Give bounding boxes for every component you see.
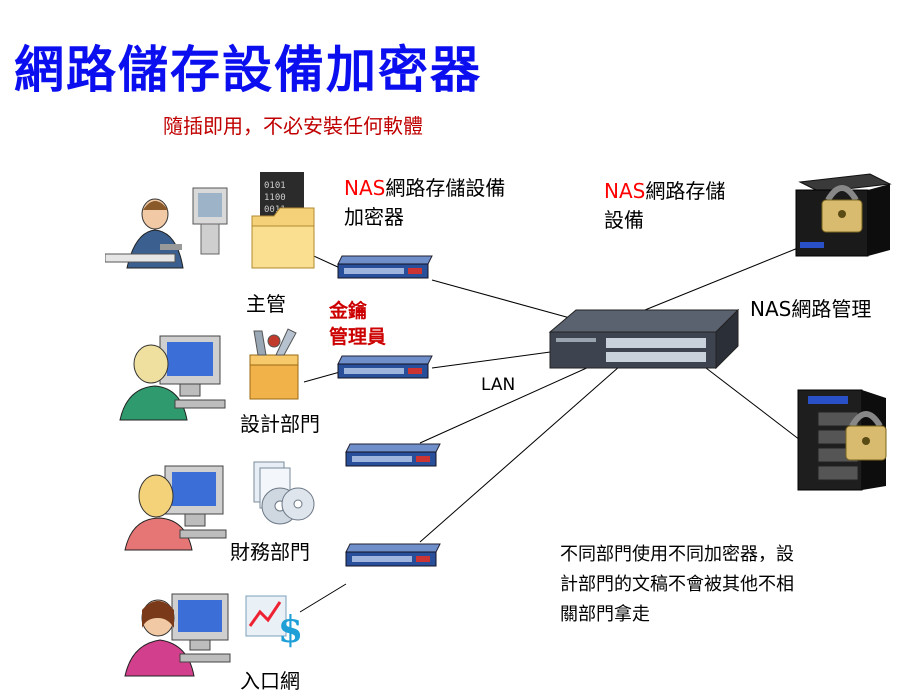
encryptor-device-2 — [337, 355, 433, 379]
encryptor-device-3 — [345, 443, 441, 467]
subtitle: 隨插即用，不必安裝任何軟體 — [163, 114, 423, 138]
link-encryptor3-switch — [419, 361, 601, 444]
nas-management-label: NAS網路管理 — [750, 297, 872, 321]
nas-storage-label-rest: 網路存儲 — [645, 179, 726, 203]
link-dept2-encryptor2 — [303, 371, 341, 383]
network-switch-icon — [548, 308, 740, 370]
svg-text:$: $ — [278, 609, 303, 648]
link-encryptor4-switch — [419, 365, 621, 543]
key-admin-line2: 管理員 — [329, 326, 387, 348]
finance-chart-icon: $ — [245, 595, 303, 648]
nas-storage-label: NAS網路存儲 設備 — [604, 175, 725, 233]
folder-icon: 0101 1100 0011 — [251, 172, 315, 269]
link-encryptor1-switch — [431, 279, 571, 319]
nas-storage-top-icon — [795, 173, 892, 257]
key-admin-line1: 金鑰 — [329, 300, 368, 322]
lan-label: LAN — [481, 375, 516, 395]
link-switch-nas-top — [639, 247, 799, 313]
cd-software-icon — [253, 461, 315, 525]
key-admin-label: 金鑰 管理員 — [329, 298, 386, 350]
nas-encryptor-label-line2: 加密器 — [344, 205, 404, 229]
note-line: 關部門拿走 — [560, 604, 650, 625]
note-text: 不同部門使用不同加密器，設 計部門的文稿不會被其他不相 關部門拿走 — [560, 540, 794, 630]
note-line: 計部門的文稿不會被其他不相 — [560, 574, 794, 595]
nas-storage-label-line2: 設備 — [604, 208, 644, 232]
nas-encryptor-label-rest: 網路存儲設備 — [385, 176, 506, 200]
nas-encryptor-label: NAS網路存儲設備 加密器 — [344, 172, 505, 230]
link-switch-nas-bottom — [705, 367, 801, 441]
finance-person-icon — [124, 465, 227, 551]
toolbox-icon — [249, 328, 299, 400]
note-line: 不同部門使用不同加密器，設 — [560, 544, 794, 565]
svg-text:0011: 0011 — [264, 205, 286, 215]
nas-storage-bottom-icon — [797, 389, 887, 491]
dept-label-finance: 財務部門 — [230, 540, 310, 564]
link-dept4-encryptor4 — [299, 583, 347, 613]
encryptor-device-4 — [345, 543, 441, 567]
designer-person-icon — [119, 335, 226, 421]
link-encryptor2-switch — [431, 349, 566, 369]
dept-label-portal: 入口網 — [240, 669, 300, 693]
svg-text:1100: 1100 — [264, 193, 286, 203]
page-title: 網路儲存設備加密器 — [14, 40, 482, 99]
dept-label-manager: 主管 — [246, 292, 286, 316]
nas-storage-label-prefix: NAS — [604, 179, 646, 203]
dept-label-design: 設計部門 — [240, 412, 320, 436]
nas-encryptor-label-prefix: NAS — [344, 176, 386, 200]
svg-text:0101: 0101 — [264, 181, 286, 191]
encryptor-device-1 — [337, 255, 433, 279]
manager-person-icon — [105, 187, 228, 269]
portal-person-icon — [124, 593, 231, 677]
